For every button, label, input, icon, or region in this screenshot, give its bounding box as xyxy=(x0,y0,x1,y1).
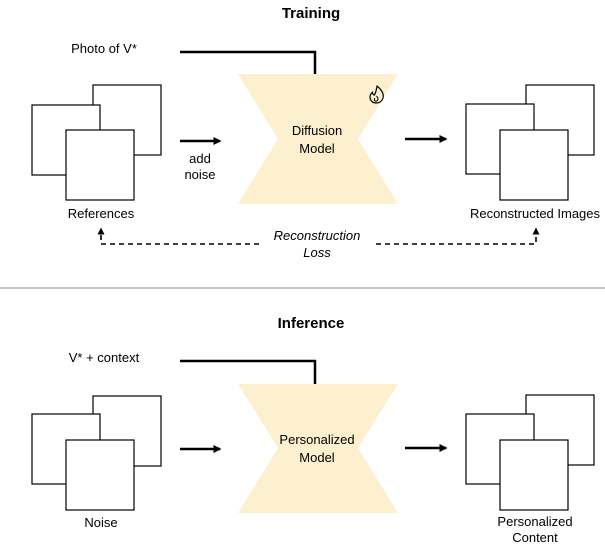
inference-title: Inference xyxy=(278,315,345,332)
references-image-stack xyxy=(31,84,162,201)
personalized-model-label-line1: Personalized xyxy=(279,432,354,447)
personalized-content-label-line2: Content xyxy=(512,530,558,545)
reconstruction-loss-label-line1: Reconstruction xyxy=(274,228,361,243)
personalized-model-label-line2: Model xyxy=(299,450,335,465)
personalized-content-stack xyxy=(465,394,595,511)
inference-prompt-label: V* + context xyxy=(69,350,140,365)
reconstruction-loss-label-line2: Loss xyxy=(303,245,331,260)
diffusion-model-shape xyxy=(238,74,398,204)
loss-arrow-left xyxy=(97,227,259,245)
diffusion-model-label-line1: Diffusion xyxy=(292,123,342,138)
loss-arrow-right xyxy=(376,227,540,245)
add-noise-label-line2: noise xyxy=(184,167,215,182)
personalized-content-label-line1: Personalized xyxy=(497,514,572,529)
noise-image-stack xyxy=(31,395,162,511)
add-noise-label-line1: add xyxy=(189,151,211,166)
references-label: References xyxy=(68,206,135,221)
reconstructed-images-label: Reconstructed Images xyxy=(470,206,601,221)
training-title: Training xyxy=(282,5,340,22)
training-prompt-label: Photo of V* xyxy=(71,41,137,56)
reconstructed-image-stack xyxy=(465,84,595,201)
noise-label: Noise xyxy=(84,515,117,530)
diffusion-model-label-line2: Model xyxy=(299,141,335,156)
personalized-model-shape xyxy=(238,384,398,513)
flame-icon xyxy=(369,85,384,104)
